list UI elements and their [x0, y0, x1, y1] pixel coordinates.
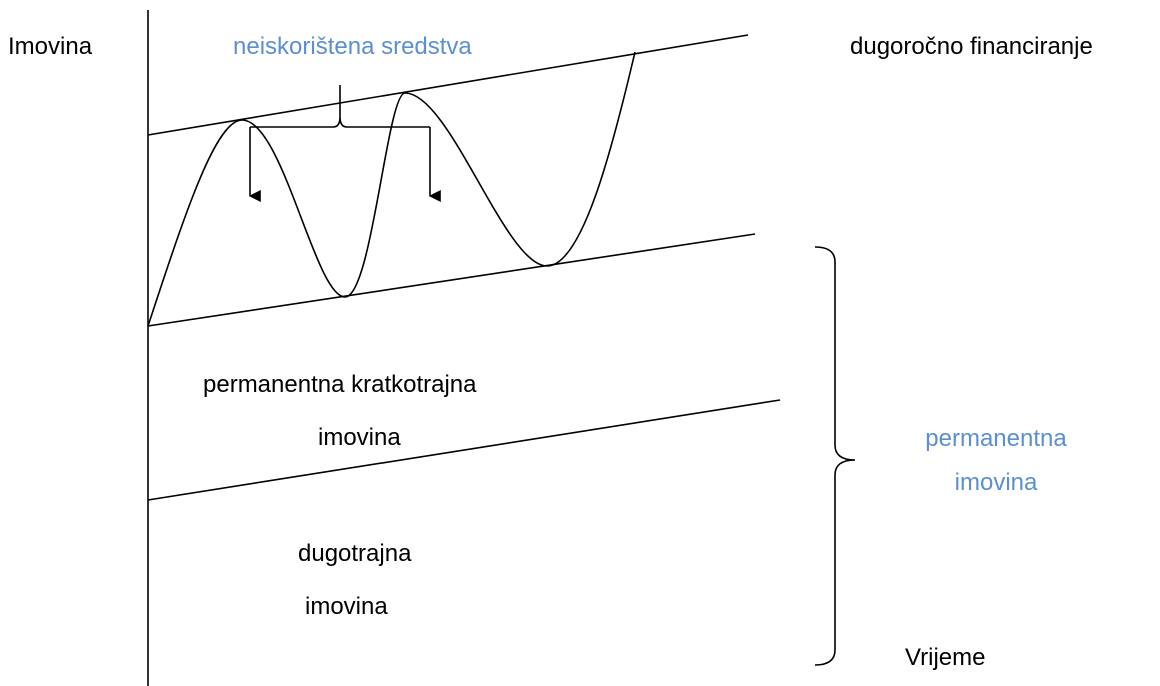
fixed-assets-boundary-line: [147, 399, 781, 501]
fluctuating-assets-curve: [147, 51, 636, 327]
permanent-current-assets-label-line2: imovina: [318, 424, 401, 451]
unused-funds-brace: [250, 85, 430, 128]
permanent-assets-label-line2: imovina: [955, 469, 1038, 496]
permanent-assets-label-line1: permanentna: [925, 425, 1067, 452]
y-axis-label: Imovina: [8, 33, 93, 60]
permanent-assets-brace: [814, 246, 856, 666]
current-assets-trough-line: [147, 233, 756, 327]
x-axis-label: Vrijeme: [905, 644, 985, 671]
permanent-current-assets-label-line1: permanentna kratkotrajna: [203, 371, 477, 398]
fixed-assets-label-line2: imovina: [305, 593, 388, 620]
fixed-assets-label-line1: dugotrajna: [298, 540, 412, 567]
long-term-financing-label: dugoročno financiranje: [850, 33, 1093, 60]
unused-funds-label: neiskorištena sredstva: [233, 33, 472, 60]
long-term-financing-line: [147, 34, 749, 136]
